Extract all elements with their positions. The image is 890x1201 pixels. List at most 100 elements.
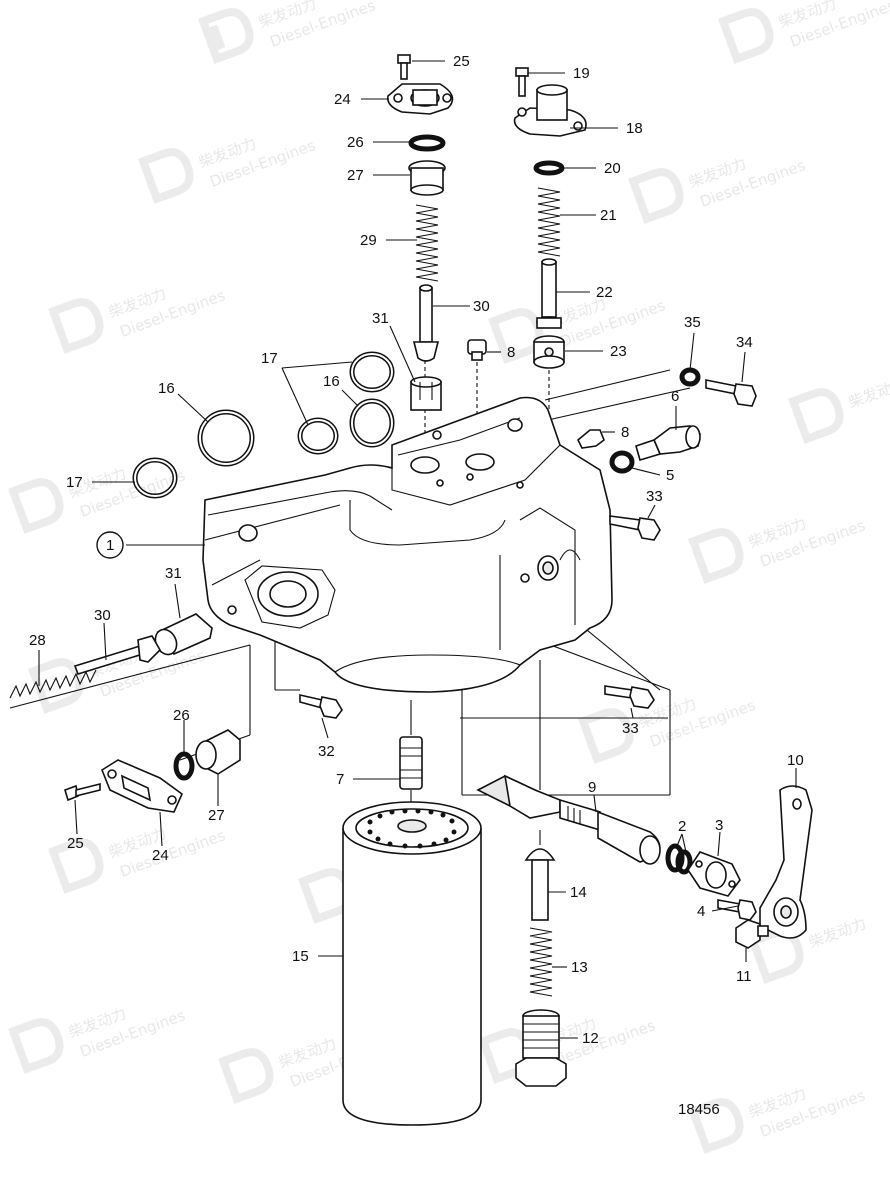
callout-1: 1	[106, 537, 114, 554]
watermark-brand-cn: 柴发动力	[846, 374, 890, 411]
filter-housing	[202, 396, 613, 693]
plug-8-top	[467, 339, 487, 361]
watermark-brand-cn: 柴发动力	[806, 914, 869, 951]
callout-6: 6	[671, 388, 679, 405]
washer-5	[609, 450, 635, 474]
callout-35: 35	[684, 314, 701, 331]
callout-22: 22	[596, 284, 613, 301]
callout-21: 21	[600, 207, 617, 224]
screw-11	[735, 919, 769, 949]
drawing-number: 18456	[678, 1101, 720, 1118]
o-ring-2b	[675, 849, 693, 875]
callout-16-left: 16	[158, 380, 175, 397]
callout-26-left: 26	[173, 707, 190, 724]
bolt-25-left	[64, 782, 101, 802]
callout-25-top: 25	[453, 53, 470, 70]
spring-28	[9, 669, 97, 699]
callout-10: 10	[787, 752, 804, 769]
flange-3	[687, 851, 741, 897]
callout-31-left: 31	[165, 565, 182, 582]
callout-17-top: 17	[261, 350, 278, 367]
valve-piston-22	[536, 258, 562, 329]
callout-33-top: 33	[646, 488, 663, 505]
callout-8-top: 8	[507, 344, 515, 361]
valve-sleeve-23	[533, 335, 565, 369]
callout-18: 18	[626, 120, 643, 137]
callout-24-left: 24	[152, 847, 169, 864]
o-ring-16-left	[197, 409, 255, 467]
callout-34: 34	[736, 334, 753, 351]
valve-piston-30-left	[73, 635, 161, 675]
callout-15: 15	[292, 948, 309, 965]
bolt-25-top	[397, 54, 411, 80]
plug-8-right	[577, 429, 605, 449]
callout-19: 19	[573, 65, 590, 82]
callout-23: 23	[610, 343, 627, 360]
callout-labels: 25 24 26 27 29 30 31 8 19 18 20 21 22 23…	[29, 53, 804, 1118]
bolt-32	[299, 693, 343, 719]
cover-plate-24-left	[101, 759, 183, 813]
o-ring-17-left	[132, 457, 178, 499]
valve-cap-27-top	[408, 160, 446, 196]
callout-17-left: 17	[66, 474, 83, 491]
valve-piston-14	[524, 848, 556, 921]
valve-sleeve-31-top	[410, 376, 442, 411]
callout-2: 2	[678, 818, 686, 835]
oil-filter-15	[342, 801, 482, 1126]
cover-18	[513, 84, 587, 137]
spring-13	[529, 927, 553, 997]
valve-sleeve-31-left	[154, 613, 213, 656]
callout-14: 14	[570, 884, 587, 901]
bolt-33-top	[609, 515, 661, 541]
o-ring-2a	[665, 843, 685, 873]
callout-3: 3	[715, 817, 723, 834]
callout-11: 11	[736, 968, 752, 985]
bolt-19	[515, 67, 529, 97]
callout-24-top: 24	[334, 91, 351, 108]
callout-5: 5	[666, 467, 674, 484]
callout-20: 20	[604, 160, 621, 177]
callout-1-circle	[96, 531, 124, 559]
o-ring-16-mid	[349, 398, 395, 448]
callout-27-left: 27	[208, 807, 225, 824]
callout-29: 29	[360, 232, 377, 249]
o-ring-17-mid	[297, 417, 339, 455]
bolt-34	[705, 379, 757, 407]
spring-29	[415, 204, 439, 282]
callout-25-left: 25	[67, 835, 84, 852]
callout-30-left: 30	[94, 607, 111, 624]
o-ring-17-top	[349, 351, 395, 393]
bolt-33-bottom	[604, 685, 655, 709]
leader-lines	[38, 60, 797, 1039]
callout-8-right: 8	[621, 424, 629, 441]
callout-32: 32	[318, 743, 335, 760]
callout-13: 13	[571, 959, 588, 976]
o-ring-26-top	[408, 134, 446, 152]
callout-9: 9	[588, 779, 596, 796]
callout-12: 12	[582, 1030, 599, 1047]
callout-26-top: 26	[347, 134, 364, 151]
washer-35	[679, 367, 701, 387]
union-6	[635, 425, 701, 461]
callout-16-mid: 16	[323, 373, 340, 390]
valve-cap-27-left	[195, 729, 241, 775]
callout-30-top: 30	[473, 298, 490, 315]
o-ring-20	[533, 160, 565, 176]
nipple-7	[399, 736, 423, 790]
sensor-9	[476, 774, 661, 865]
spring-21	[537, 187, 561, 257]
callout-28: 28	[29, 632, 46, 649]
callout-4: 4	[697, 903, 705, 920]
o-ring-26-left	[173, 751, 195, 781]
cover-plate-24-top	[386, 83, 454, 115]
lever-10	[759, 785, 813, 939]
valve-piston-30-top	[412, 284, 440, 362]
plug-12	[515, 1009, 567, 1087]
callout-7: 7	[336, 771, 344, 788]
callout-31-top: 31	[372, 310, 389, 327]
callout-27-top: 27	[347, 167, 364, 184]
bolt-4	[717, 899, 757, 921]
callout-33-bottom: 33	[622, 720, 639, 737]
